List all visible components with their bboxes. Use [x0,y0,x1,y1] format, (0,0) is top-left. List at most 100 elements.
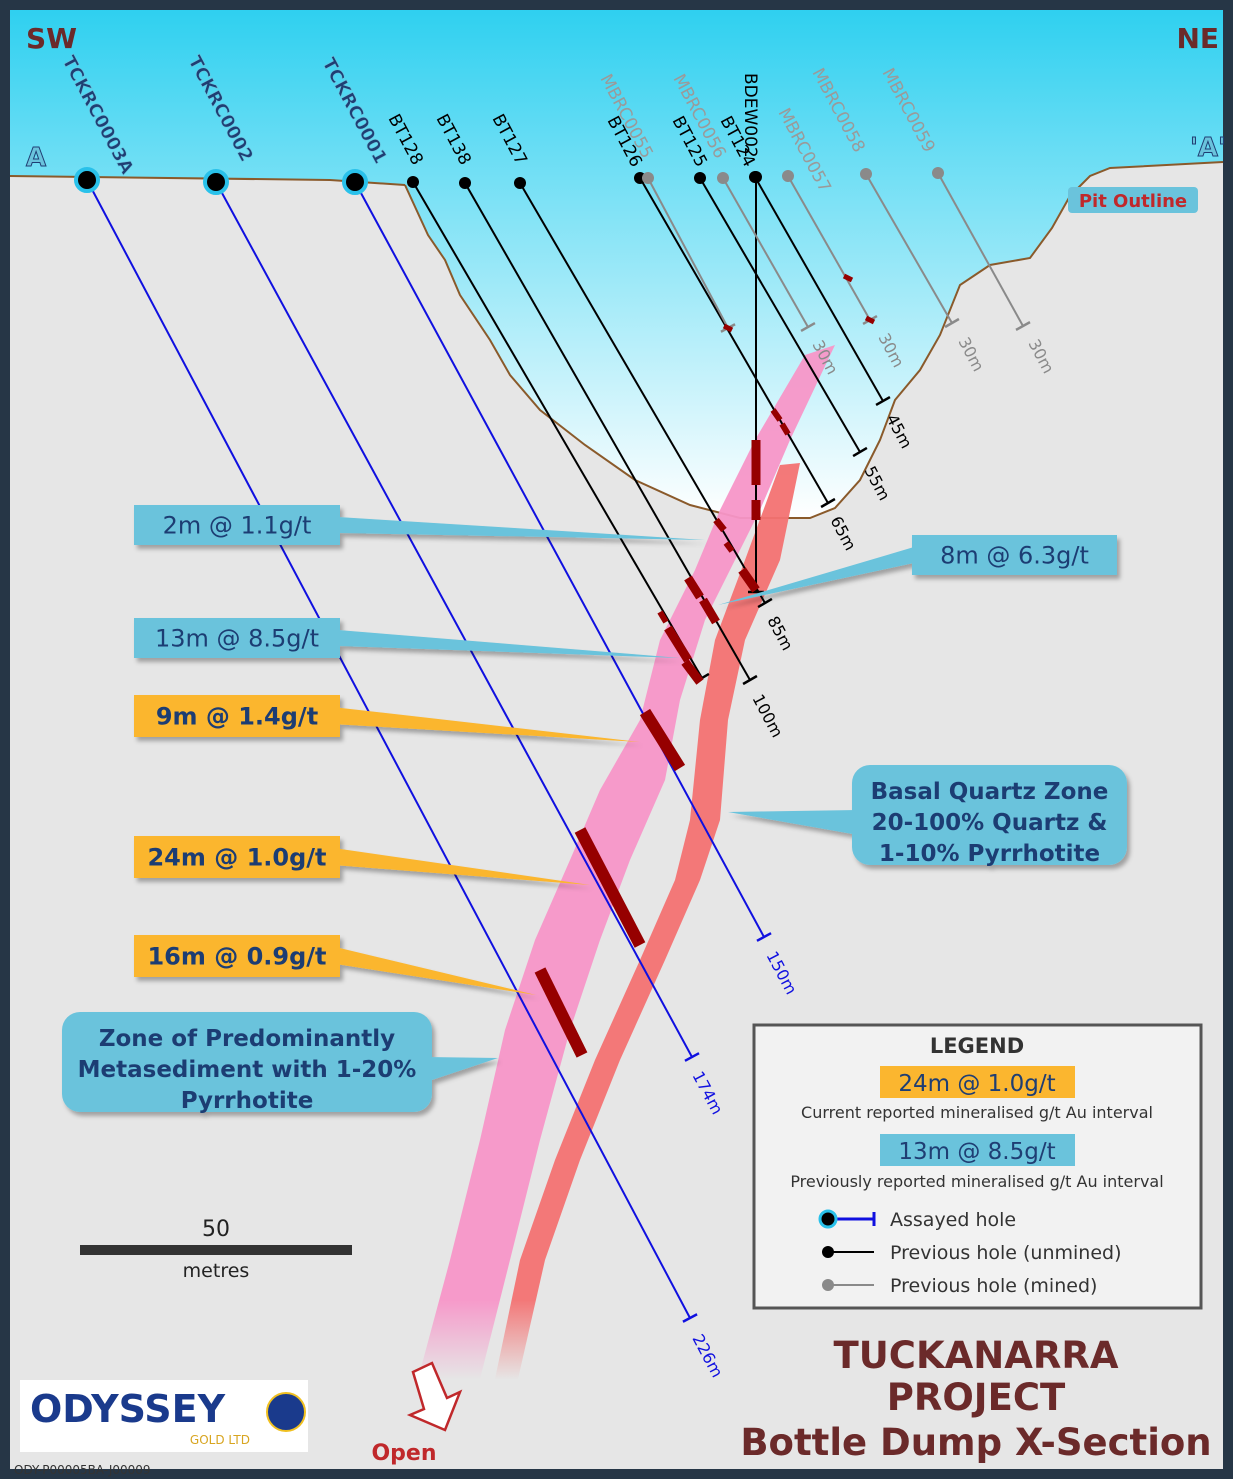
drill-hole-end-tick [1015,321,1031,331]
collar-icon [514,177,526,189]
collar-icon [750,171,762,183]
hole-id-label: BDEW002 [740,73,760,158]
intercept-segment [779,422,791,436]
zone-callout-line: 1-10% Pyrrhotite [879,841,1100,867]
zone-callout-line: Pyrrhotite [181,1088,314,1114]
drill-hole-end-tick [820,497,836,509]
legend-unmined-label: Previous hole (unmined) [890,1242,1122,1264]
open-arrow-icon [406,1361,463,1432]
scale-bar [80,1245,352,1255]
callout-box [134,505,340,545]
mineralised-intercepts [534,273,876,1058]
title-line-2: PROJECT [887,1376,1066,1419]
drill-hole-trace [215,181,693,1058]
logo-sub: GOLD LTD [190,1433,250,1447]
callout-pointer [338,517,705,540]
intercept-segment [738,567,760,593]
intercept-segment [574,827,646,948]
drill-hole-trace [699,177,861,453]
intercept-segment [723,541,735,553]
callout-text: 8m @ 6.3g/t [940,542,1089,570]
collar-icon [459,177,471,189]
collar-icon [694,172,706,184]
drill-hole-trace [86,179,691,1319]
assayed-collar-icon [342,169,368,195]
callout-text: 16m @ 0.9g/t [147,943,326,971]
callout-pointer [426,1057,498,1082]
intercept-segment [842,273,854,283]
drill-hole-end-tick [852,446,868,458]
legend-unmined-icon [822,1246,834,1258]
collar-icon [860,168,872,180]
logo-name: ODYSSEY [30,1387,226,1431]
zone-callout-line: Basal Quartz Zone [871,779,1109,805]
legend-current-sample: 24m @ 1.0g/t [898,1071,1055,1097]
legend-title: LEGEND [930,1034,1024,1058]
callout-box [134,935,340,977]
callouts: 2m @ 1.1g/t 13m @ 8.5g/t 8m @ 6.3g/t 9m @ 1… [62,505,1127,1114]
interval-callout: 13m @ 8.5g/t [134,618,680,658]
metasediment-zone [418,345,835,1379]
callout-box [852,765,1127,865]
intercept-segment [534,967,588,1058]
drill-hole-trace [754,176,884,402]
orientation-ne: NE [1176,22,1219,55]
callout-box [912,535,1117,575]
legend-mined-label: Previous hole (mined) [890,1275,1097,1297]
interval-callout: 2m @ 1.1g/t [134,505,705,545]
assayed-collar-icon [203,169,229,195]
intercept-segment [681,659,704,685]
drill-hole-trace [787,175,871,321]
drill-hole-trace [354,181,765,938]
pit-outline-label-bg [1068,187,1198,213]
intercept-segment [770,408,783,422]
interval-callout: 16m @ 0.9g/t [134,935,536,995]
legend-assayed-icon [818,1209,838,1229]
intercept-segment [657,610,669,624]
callout-box [62,1012,432,1112]
callout-box [134,695,340,737]
drill-hole-end-tick [944,317,960,329]
collar-icon [932,167,944,179]
drill-hole-trace [647,177,729,329]
legend-mined-icon [822,1279,834,1291]
collar-icon [642,172,654,184]
intercept-segment [699,597,720,625]
title-line-1: TUCKANARRA [834,1334,1119,1377]
interval-callout: 9m @ 1.4g/t [134,695,640,742]
callout-pointer [728,810,858,835]
legend-previous-sample: 13m @ 8.5g/t [898,1139,1055,1165]
interval-callout: 8m @ 6.3g/t [718,535,1117,605]
intercept-segment [713,517,727,533]
drill-hole-end-tick [682,1313,698,1323]
pit-outline [404,161,1224,519]
legend-current-swatch [880,1066,1075,1098]
drill-hole-trace [412,181,703,679]
callout-pointer [338,707,640,742]
callout-pointer [338,630,680,658]
legend-current-desc: Current reported mineralised g/t Au inte… [801,1103,1153,1122]
legend-assayed-label: Assayed hole [890,1209,1016,1231]
section-label-a-prime: 'A' [1190,133,1226,163]
logo-bg [20,1380,308,1452]
drill-hole-trace [639,177,829,504]
doc-code: ODY-P00005BA-J00009 [14,1463,151,1477]
drill-hole-end-tick [684,1052,700,1062]
callout-pointer [338,947,536,995]
callout-text: 9m @ 1.4g/t [156,703,318,731]
intercept-segment [684,575,704,600]
callout-text: 24m @ 1.0g/t [147,844,326,872]
callout-text: 2m @ 1.1g/t [163,512,312,540]
intercept-segment [664,625,692,663]
interval-callout: 24m @ 1.0g/t [134,836,590,885]
collar-icon [407,176,419,188]
legend-previous-desc: Previously reported mineralised g/t Au i… [790,1172,1163,1191]
drill-hole-trace [865,173,953,324]
callout-box [134,618,340,658]
callout-box [134,836,340,878]
sky-area [10,10,1223,518]
